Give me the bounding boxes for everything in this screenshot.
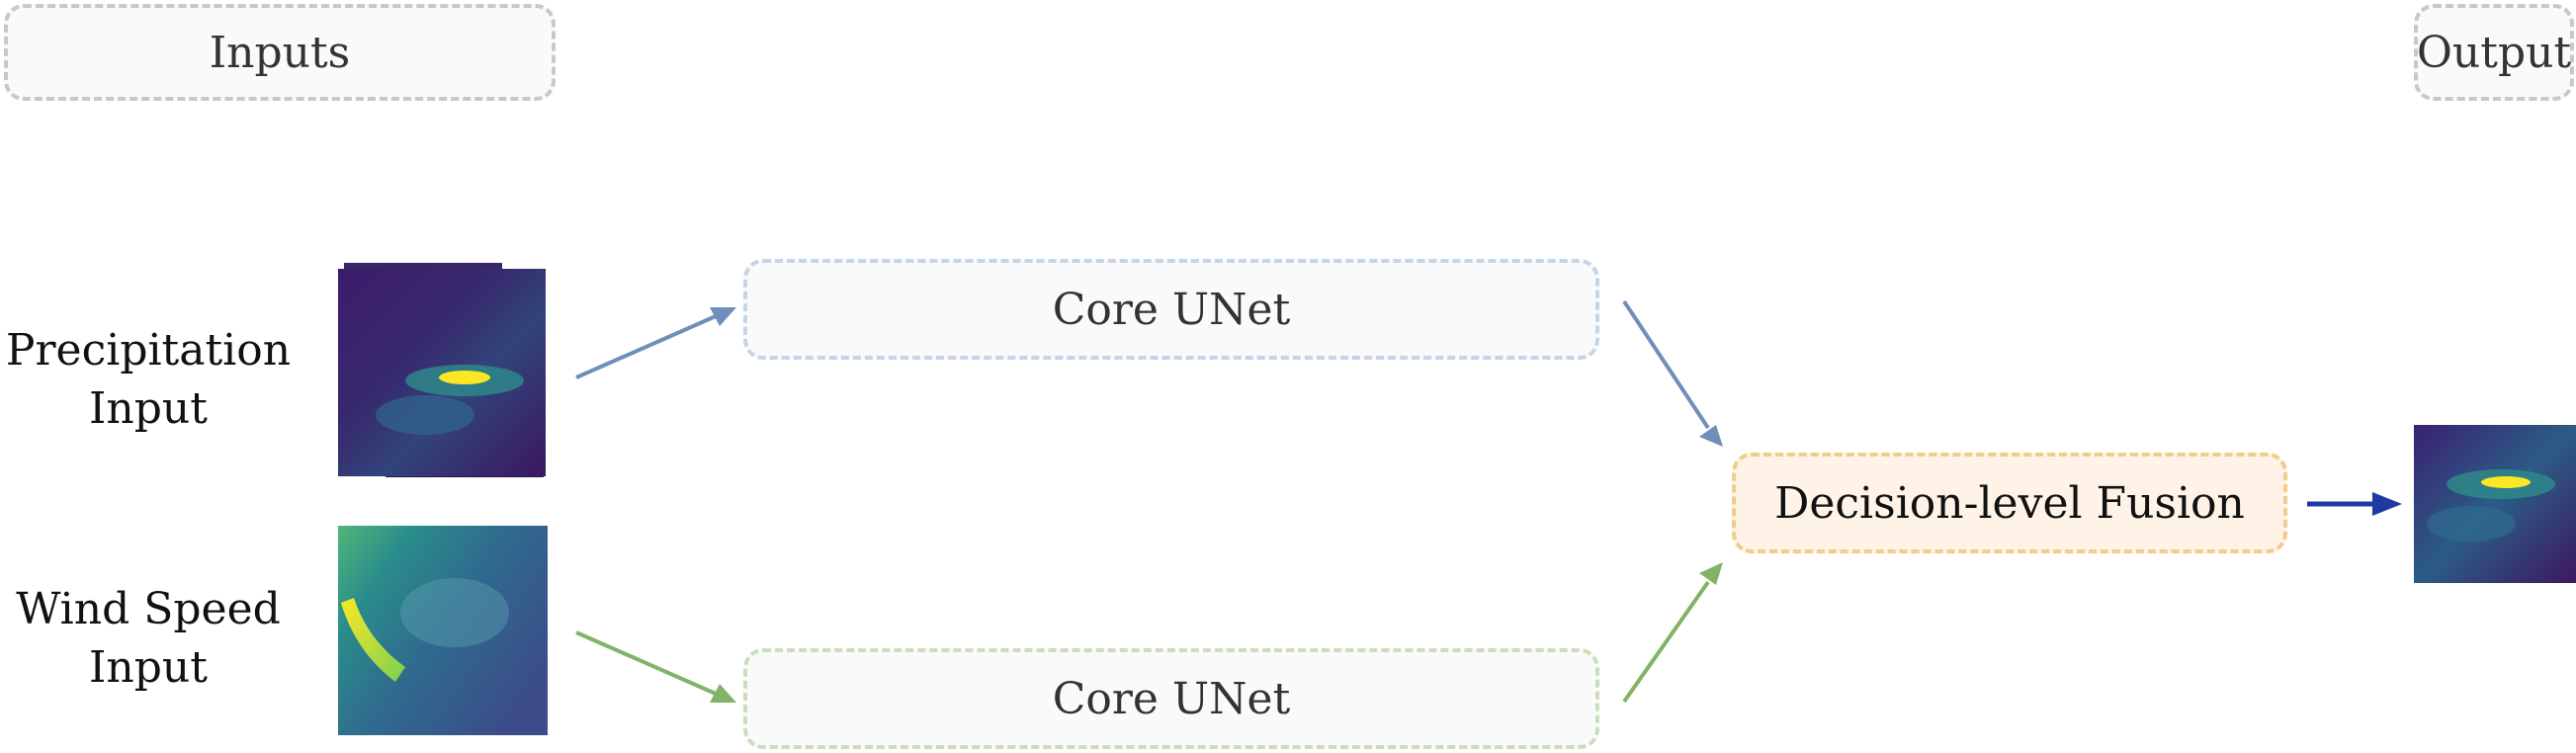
precipitation-input-label: Precipitation Input [5,325,292,435]
arrow-fusion-to-output [2307,492,2402,516]
arrow-precip-to-unet [575,307,736,379]
fusion-label: Decision-level Fusion [1774,477,2245,529]
precipitation-stack-image [338,263,546,477]
fusion-box: Decision-level Fusion [1732,453,2287,553]
core-unet-precip-box: Core UNet [743,259,1599,360]
arrow-unet-to-fusion-top [1622,299,1723,447]
core-unet-wind-box: Core UNet [743,648,1599,749]
core-unet-precip-label: Core UNet [1052,284,1291,335]
inputs-header-label: Inputs [209,27,351,78]
core-unet-wind-label: Core UNet [1052,673,1291,724]
output-header-label: Output [2416,27,2572,78]
inputs-header: Inputs [4,4,556,101]
output-image [2414,425,2576,583]
arrow-wind-to-unet [575,630,736,703]
output-header: Output [2414,4,2574,101]
wind-speed-input-label: Wind Speed Input [16,584,281,694]
wind-speed-stack-image [338,526,548,735]
arrow-unet-to-fusion-bottom [1622,562,1723,704]
